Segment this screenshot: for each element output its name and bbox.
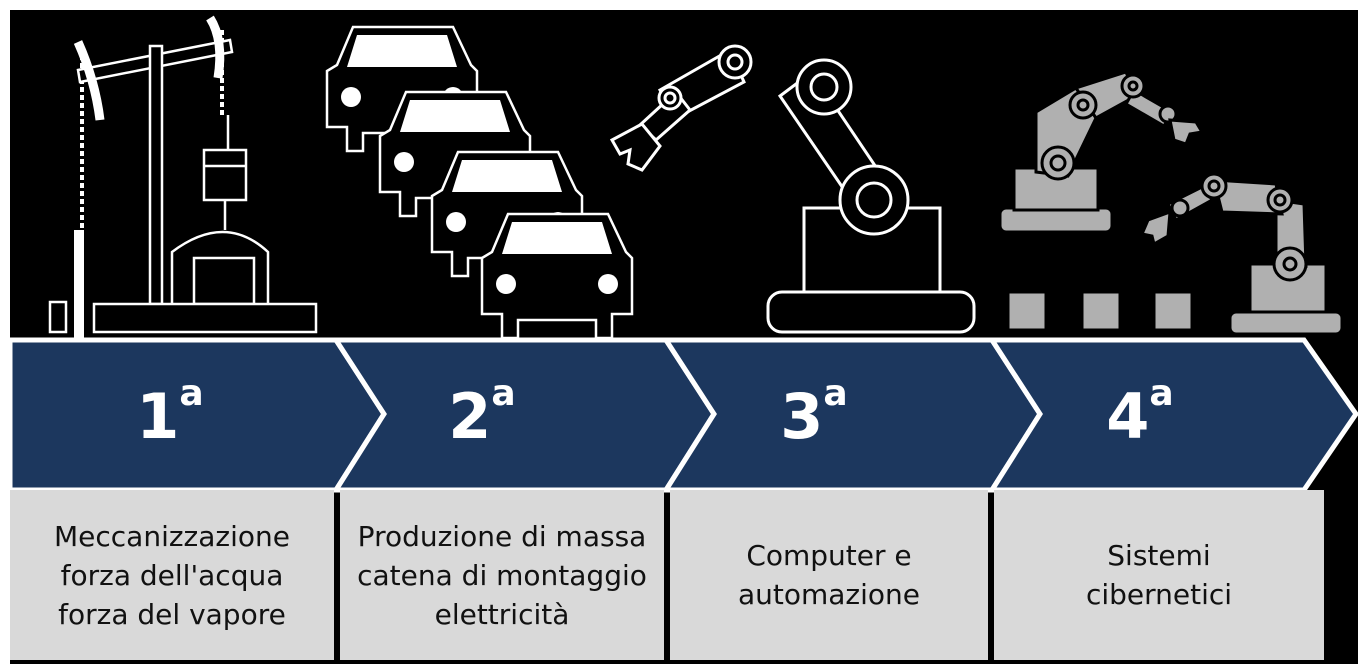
- era-2-digit: 2: [448, 380, 492, 453]
- era-3-digit: 3: [780, 380, 824, 453]
- assembly-line-cars-icon: [325, 25, 634, 340]
- era-chevrons: [7, 337, 1358, 493]
- era-1-description: Meccanizzazione forza dell'acqua forza d…: [54, 519, 290, 631]
- era-4-number: 4a: [1040, 374, 1240, 453]
- era-3-suffix: a: [823, 373, 848, 414]
- era-4-suffix: a: [1149, 373, 1174, 414]
- era-4-digit: 4: [1106, 380, 1150, 453]
- era-2-number: 2a: [382, 374, 582, 453]
- era-3-description-box: Computer e automazione: [670, 490, 988, 660]
- cyber-physical-robots-icon: [998, 70, 1344, 336]
- era-1-digit: 1: [136, 380, 180, 453]
- era-2-description-box: Produzione di massa catena di montaggio …: [340, 490, 664, 660]
- era-2-description: Produzione di massa catena di montaggio …: [357, 519, 647, 631]
- era-3-description: Computer e automazione: [737, 539, 921, 611]
- era-4-description-box: Sistemi cibernetici: [994, 490, 1324, 660]
- era-3-number: 3a: [714, 374, 914, 453]
- robotic-arm-icon: [609, 44, 976, 334]
- era-1-suffix: a: [179, 373, 204, 414]
- era-1-description-box: Meccanizzazione forza dell'acqua forza d…: [10, 490, 334, 660]
- era-4-description: Sistemi cibernetici: [1085, 539, 1233, 611]
- steam-pump-icon: [48, 15, 318, 338]
- era-1-number: 1a: [70, 374, 270, 453]
- era-2-suffix: a: [491, 373, 516, 414]
